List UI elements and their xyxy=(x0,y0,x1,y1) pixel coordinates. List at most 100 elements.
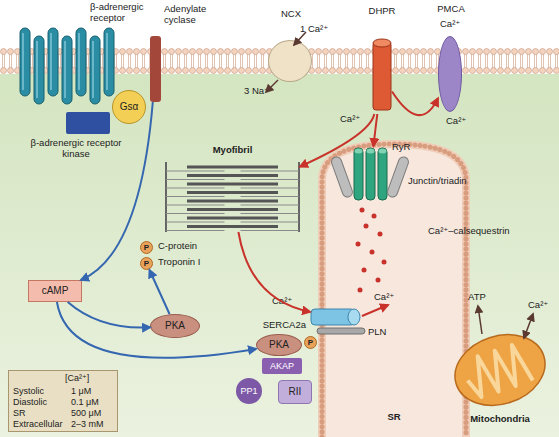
regulatory-subunit: RII xyxy=(278,380,312,404)
ion-arrow xyxy=(294,32,306,45)
thin-filament xyxy=(166,179,225,180)
table-cell: Diastolic xyxy=(13,397,69,407)
signalling-arrow xyxy=(68,302,150,328)
ryanodine-receptor: RyR xyxy=(352,146,388,202)
kinase-box: β-adrenergic receptor kinase xyxy=(66,112,110,134)
helix-highlight xyxy=(106,33,108,90)
ryr-cap xyxy=(355,149,363,154)
node-label: P xyxy=(141,242,152,253)
annotation-label: Junctin/triadin xyxy=(408,176,467,187)
cytoplasm xyxy=(0,74,559,437)
annotation-label: Troponin I xyxy=(158,257,200,268)
phospholamban-rod xyxy=(317,328,365,334)
thin-filament xyxy=(241,179,300,180)
receptor-helix xyxy=(48,28,58,96)
thin-filament xyxy=(166,188,225,189)
receptor-helix xyxy=(62,36,72,104)
node-label: PP1 xyxy=(236,378,262,404)
thin-filament xyxy=(241,230,300,231)
helix-highlight xyxy=(78,33,80,90)
calcium-flux-arrow xyxy=(392,92,438,116)
calcium-ion xyxy=(356,242,361,247)
junctin-protein xyxy=(330,156,354,199)
node-label: PKA xyxy=(257,335,301,355)
thin-filament xyxy=(241,222,300,223)
thin-filament xyxy=(241,205,300,206)
node-label: Myofibril xyxy=(165,145,300,156)
calcium-ion xyxy=(376,278,381,283)
thick-filament xyxy=(187,225,278,228)
calcium-ion xyxy=(362,268,367,273)
annotation-label: Ca²⁺ xyxy=(340,114,360,125)
table-cell: Extracellular xyxy=(13,419,71,429)
receptor-helix xyxy=(76,28,86,96)
ryr-subunit xyxy=(354,148,363,200)
sr-membrane xyxy=(322,144,466,437)
node-label: β-adrenergic receptor kinase xyxy=(24,138,128,160)
ryr-subunit xyxy=(366,148,375,200)
node-label: PKA xyxy=(151,315,199,337)
pump-end xyxy=(348,309,360,325)
receptor-helices-outline xyxy=(18,28,118,104)
node-label: SERCA2a xyxy=(258,320,306,331)
thick-filament xyxy=(187,200,278,203)
helix-highlight xyxy=(64,41,66,98)
node-label: SR xyxy=(374,412,414,423)
kinase-ellipse: PKA xyxy=(150,314,200,338)
node-label: DHPR xyxy=(358,6,406,17)
messenger-box: cAMP xyxy=(28,280,82,302)
annotation-label: PLN xyxy=(368,327,386,338)
thin-filament xyxy=(241,196,300,197)
table-cell: 1 μM xyxy=(71,386,117,396)
channel-cylinder: DHPR xyxy=(372,38,392,114)
thin-filament xyxy=(166,213,225,214)
thin-filament xyxy=(166,230,225,231)
mitochondrion-outline xyxy=(452,330,548,410)
signalling-arrow xyxy=(57,302,256,358)
mito-cristae xyxy=(461,342,532,399)
calcium-ion xyxy=(378,232,383,237)
table-cell: 0.1 μM xyxy=(71,397,117,407)
node-label: NCX xyxy=(263,9,319,20)
helix-highlight xyxy=(22,33,24,90)
table-cell: Systolic xyxy=(13,386,69,396)
channel-cap xyxy=(373,39,391,47)
calcium-ion xyxy=(370,250,375,255)
thick-filament xyxy=(187,217,278,220)
thick-filament xyxy=(187,174,278,177)
node-label: RII xyxy=(279,381,311,403)
thin-filament xyxy=(166,222,225,223)
node-label: Mitochondria xyxy=(448,414,552,425)
calcium-flux-arrow xyxy=(300,114,374,167)
mito-outer xyxy=(446,323,555,416)
anchor-box: AKAP xyxy=(262,358,302,374)
annotation-label: Ca²⁺ xyxy=(446,116,466,127)
ryr-cap xyxy=(379,149,387,154)
phosphate-circle: P xyxy=(140,241,153,254)
pump-ellipse: PMCA xyxy=(438,36,462,112)
thick-filament xyxy=(187,166,278,169)
phosphate-circle: P xyxy=(304,336,317,349)
helix-highlight xyxy=(50,33,52,90)
node-label: RyR xyxy=(392,142,432,153)
table-cell: [Ca²⁺] xyxy=(65,373,115,383)
receptor-helix xyxy=(34,36,44,104)
annotation-label: 3 Na⁺ xyxy=(244,86,269,97)
calcium-flux-arrow xyxy=(373,114,377,146)
annotation-label: Ca²⁺ xyxy=(440,19,460,30)
node-label: P xyxy=(305,337,316,348)
annotation-label: Ca²⁺–calsequestrin xyxy=(428,226,510,237)
sr-lumen xyxy=(322,144,466,437)
ryr-subunit xyxy=(378,148,387,200)
calcium-exchange-arrow xyxy=(524,314,533,338)
node-label: PMCA xyxy=(425,4,477,15)
channel-body xyxy=(373,42,391,110)
receptor-helix xyxy=(20,28,30,96)
calcium-ion xyxy=(364,224,369,229)
thin-filament xyxy=(241,171,300,172)
ryr-cap xyxy=(367,149,375,154)
